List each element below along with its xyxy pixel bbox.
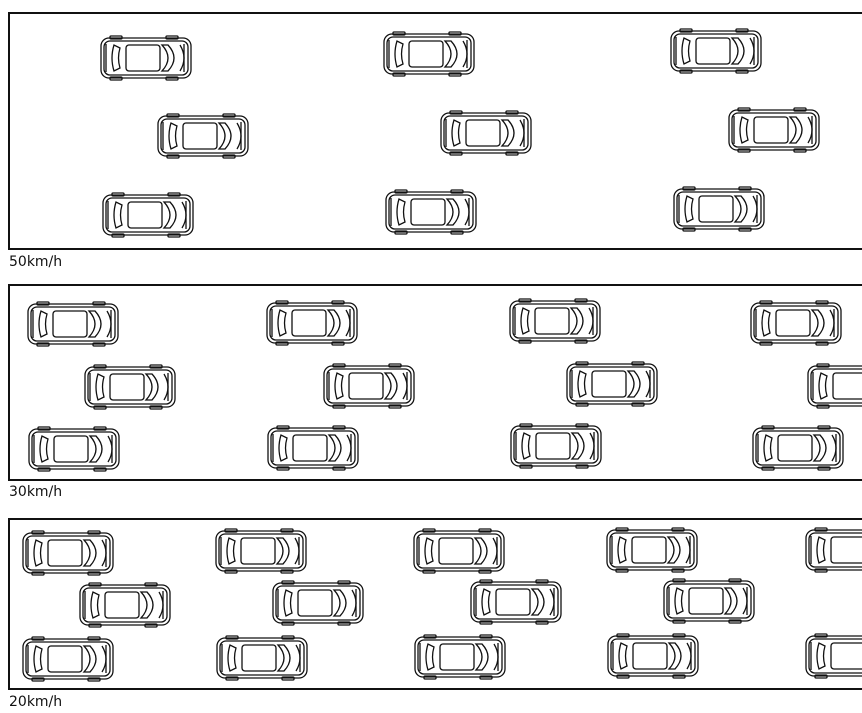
car-top-view-icon <box>671 29 761 73</box>
car-top-view-icon <box>273 581 363 625</box>
car-top-view-icon <box>23 531 113 575</box>
car-top-view-icon <box>217 636 307 680</box>
car-top-view-icon <box>415 635 505 679</box>
car-top-view-icon <box>608 634 698 678</box>
car-top-view-icon <box>267 301 357 345</box>
car-top-view-icon <box>384 32 474 76</box>
car-top-view-icon <box>80 583 170 627</box>
car-top-view-icon <box>729 108 819 152</box>
car-top-view-icon <box>268 426 358 470</box>
car-top-view-icon <box>101 36 191 80</box>
car-top-view-icon <box>324 364 414 408</box>
car-top-view-icon <box>28 302 118 346</box>
car-top-view-icon <box>751 301 841 345</box>
car-top-view-icon <box>664 579 754 623</box>
car-top-view-icon <box>103 193 193 237</box>
car-top-view-icon <box>471 580 561 624</box>
car-top-view-icon <box>567 362 657 406</box>
car-top-view-icon <box>753 426 843 470</box>
car-top-view-icon <box>511 424 601 468</box>
car-top-view-icon <box>441 111 531 155</box>
car-top-view-icon <box>386 190 476 234</box>
car-top-view-icon <box>414 529 504 573</box>
car-top-view-icon <box>23 637 113 681</box>
car-top-view-icon <box>216 529 306 573</box>
car-top-view-icon <box>510 299 600 343</box>
car-top-view-icon <box>808 364 862 408</box>
car-top-view-icon <box>674 187 764 231</box>
car-top-view-icon <box>806 634 862 678</box>
car-top-view-icon <box>85 365 175 409</box>
car-top-view-icon <box>158 114 248 158</box>
car-top-view-icon <box>29 427 119 471</box>
car-top-view-icon <box>607 528 697 572</box>
car-top-view-icon <box>806 528 862 572</box>
